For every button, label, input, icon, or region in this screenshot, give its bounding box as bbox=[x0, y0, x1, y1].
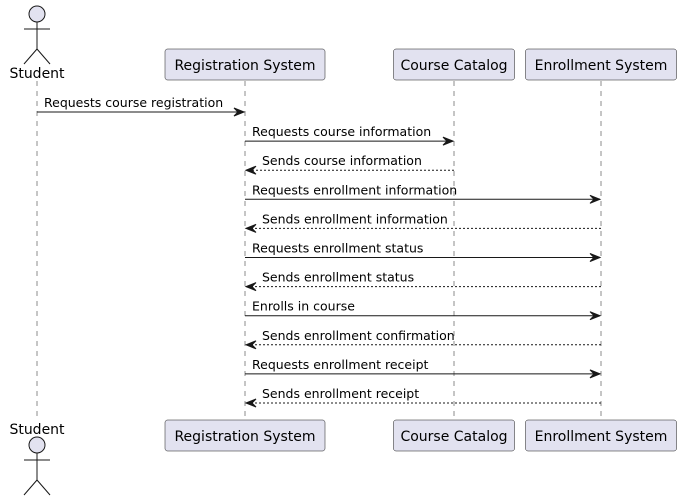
message-label: Sends enrollment information bbox=[262, 211, 448, 226]
message-label: Sends enrollment status bbox=[262, 270, 414, 285]
participant-label: Course Catalog bbox=[400, 429, 507, 445]
participant-registration-bottom: Registration System bbox=[164, 419, 326, 452]
participant-registration-top: Registration System bbox=[164, 48, 326, 81]
arrowhead-icon bbox=[244, 165, 257, 175]
participants-bottom: Student Registration System Course Catalog… bbox=[9, 419, 677, 496]
message-label: Sends enrollment receipt bbox=[262, 386, 419, 401]
participant-box bbox=[164, 48, 326, 81]
message-label: Requests enrollment information bbox=[252, 182, 457, 197]
arrowhead-icon bbox=[589, 311, 602, 321]
participant-label: Enrollment System bbox=[535, 58, 668, 74]
message-7: Sends enrollment status bbox=[244, 270, 601, 292]
message-label: Requests course registration bbox=[44, 95, 223, 110]
message-6: Requests enrollment status bbox=[245, 241, 602, 262]
arrowhead-icon bbox=[244, 282, 257, 292]
participant-box bbox=[393, 419, 515, 452]
participant-label: Registration System bbox=[174, 429, 315, 445]
message-label: Requests enrollment status bbox=[252, 241, 423, 256]
actor-label: Student bbox=[9, 66, 65, 82]
arrowhead-icon bbox=[589, 253, 602, 262]
participant-box bbox=[525, 419, 677, 452]
message-label: Requests enrollment receipt bbox=[252, 357, 429, 372]
message-8: Enrolls in course bbox=[245, 299, 602, 321]
message-1: Requests course registration bbox=[37, 95, 246, 117]
message-label: Requests course information bbox=[252, 124, 431, 139]
actor-label: Student bbox=[9, 422, 65, 438]
participant-enrollment-bottom: Enrollment System bbox=[525, 419, 677, 452]
message-10: Requests enrollment receipt bbox=[245, 357, 602, 379]
actor-leg-icon bbox=[23, 479, 38, 496]
actor-student-top: Student bbox=[9, 5, 65, 82]
message-label: Enrolls in course bbox=[252, 299, 355, 314]
arrowhead-icon bbox=[233, 107, 246, 117]
participant-enrollment-top: Enrollment System bbox=[525, 48, 677, 81]
participants-top: Student Registration System Course Catalog… bbox=[9, 5, 677, 82]
message-2: Requests course information bbox=[245, 124, 455, 146]
participant-label: Registration System bbox=[174, 58, 315, 74]
arrowhead-icon bbox=[244, 398, 257, 408]
actor-head-icon bbox=[28, 5, 46, 23]
message-5: Sends enrollment information bbox=[244, 211, 601, 233]
arrowhead-icon bbox=[589, 194, 602, 204]
participant-catalog-top: Course Catalog bbox=[393, 48, 515, 81]
message-4: Requests enrollment information bbox=[245, 182, 602, 204]
actor-head-icon bbox=[28, 436, 46, 454]
actor-student-bottom: Student bbox=[9, 422, 65, 496]
message-label: Sends course information bbox=[262, 153, 422, 168]
participant-catalog-bottom: Course Catalog bbox=[393, 419, 515, 452]
arrowhead-icon bbox=[589, 369, 602, 379]
arrowhead-icon bbox=[244, 223, 257, 233]
actor-leg-icon bbox=[36, 48, 51, 65]
message-3: Sends course information bbox=[244, 153, 454, 175]
actor-leg-icon bbox=[23, 48, 38, 65]
actor-leg-icon bbox=[36, 479, 51, 496]
participant-box bbox=[164, 419, 326, 452]
participant-label: Course Catalog bbox=[400, 58, 507, 74]
message-9: Sends enrollment confirmation bbox=[244, 328, 601, 350]
participant-box bbox=[393, 48, 515, 81]
participant-box bbox=[525, 48, 677, 81]
message-11: Sends enrollment receipt bbox=[244, 386, 601, 408]
participant-label: Enrollment System bbox=[535, 429, 668, 445]
lifelines bbox=[36, 81, 602, 420]
arrowhead-icon bbox=[442, 136, 455, 146]
arrowhead-icon bbox=[244, 340, 257, 350]
message-label: Sends enrollment confirmation bbox=[262, 328, 455, 343]
